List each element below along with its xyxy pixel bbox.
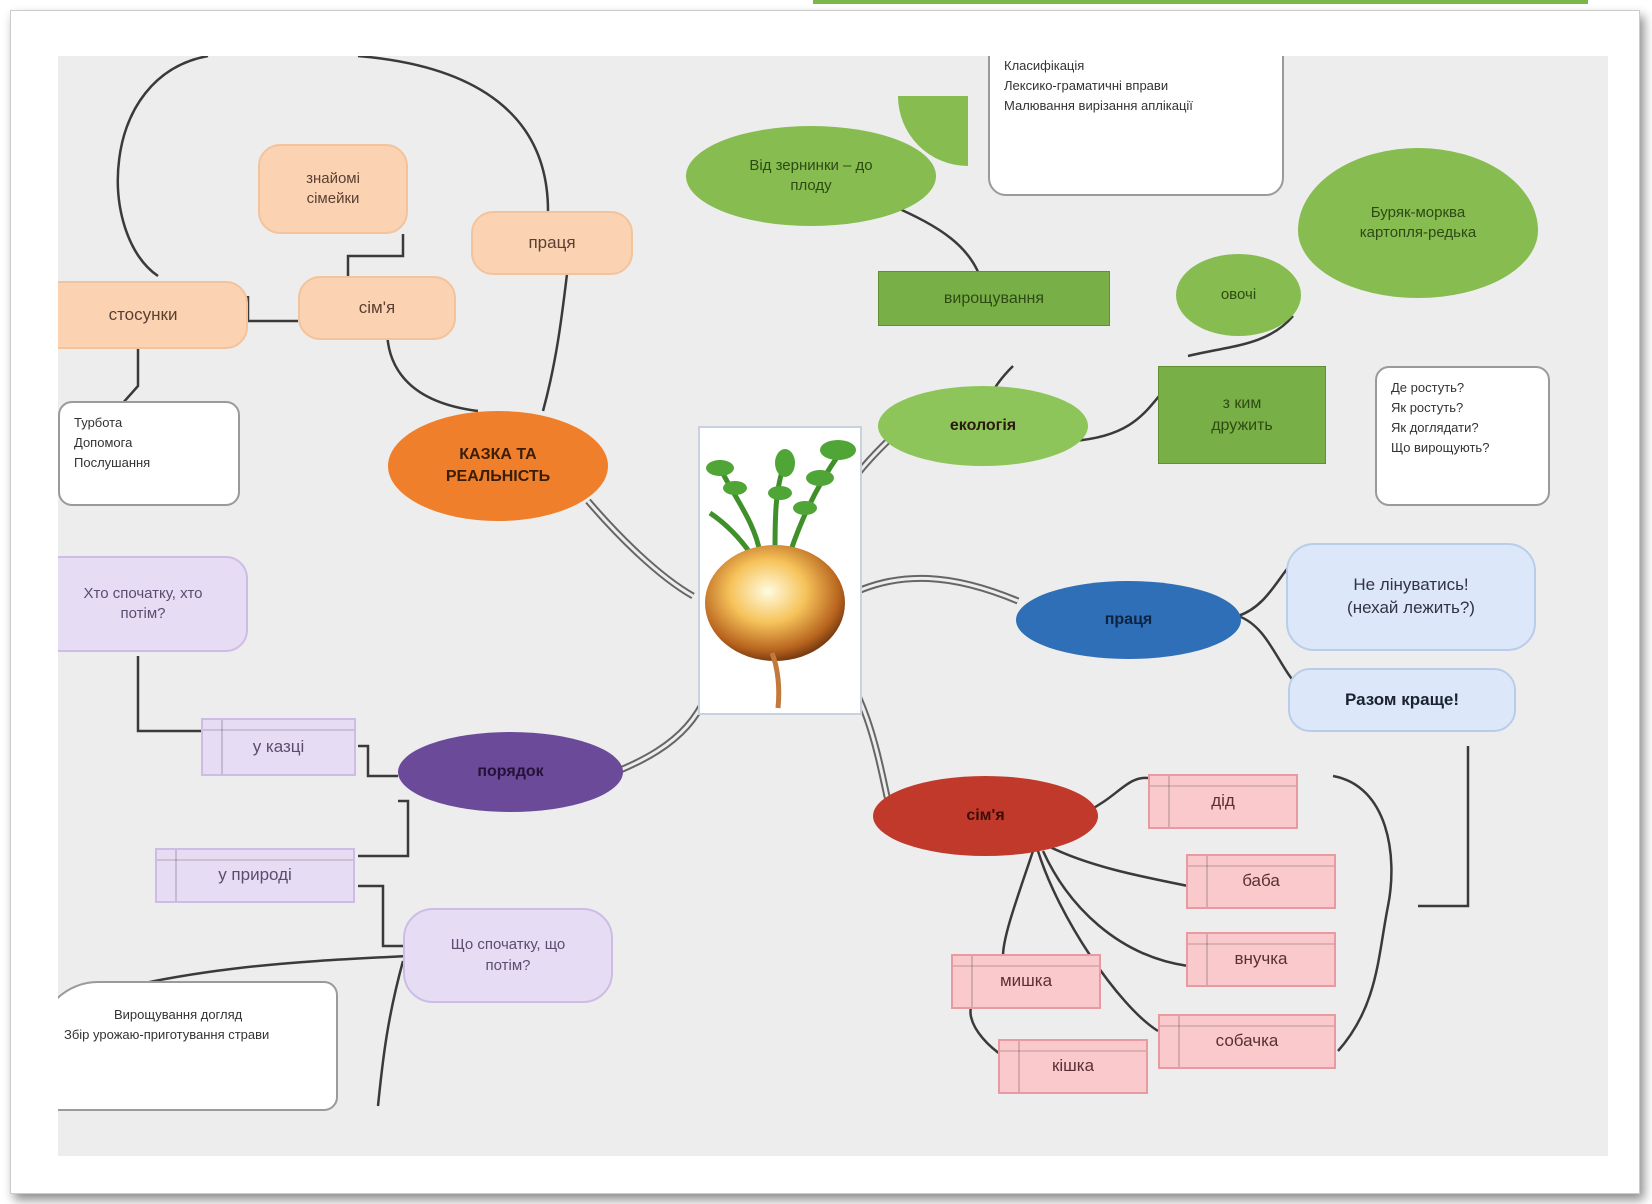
node-razom-label: Разом краще! — [1344, 689, 1460, 709]
note-poryadok-line-1: Вирощування догляд — [114, 1007, 243, 1022]
node-pratsia[interactable]: праця — [1016, 581, 1241, 659]
node-stosunky-label: стосунки — [108, 304, 178, 324]
tab-mark — [1168, 776, 1170, 827]
mind-map-canvas: КАЗКА ТА РЕАЛЬНІСТЬ екологія праця поряд… — [58, 56, 1608, 1156]
node-pratsia-small-label: праця — [528, 232, 576, 252]
note-eco-right-line-4: Що вирощують? — [1391, 440, 1490, 456]
node-simia-small[interactable]: сім'я — [298, 276, 456, 340]
node-sobachka[interactable]: собачка — [1158, 1014, 1336, 1069]
note-kazka-line-2: Допомога — [74, 435, 133, 451]
note-eco-top-line-2: Лексико-граматичні вправи — [1004, 78, 1169, 94]
node-poryadok[interactable]: порядок — [398, 732, 623, 812]
node-sobachka-label: собачка — [1215, 1031, 1279, 1051]
tab-mark — [1000, 1050, 1146, 1052]
node-pratsia-label: праця — [1104, 611, 1153, 629]
tab-mark — [175, 850, 177, 901]
node-khto-spochatku-label: Хто спочатку, хто потім? — [83, 584, 203, 622]
note-eco-right-line-1: Де ростуть? — [1391, 380, 1465, 395]
node-vyroshchuvannia[interactable]: вирощування — [878, 271, 1110, 326]
node-stosunky[interactable]: стосунки — [58, 281, 248, 349]
tab-mark — [1188, 943, 1334, 945]
node-vid-zernyny-label: Від зернинки – до плоду — [749, 156, 873, 194]
node-ovochi-label: овочі — [1220, 285, 1257, 303]
node-baba-label: баба — [1242, 871, 1280, 891]
node-simia[interactable]: сім'я — [873, 776, 1098, 856]
node-buriak-label: Буряк-морква картопля-редька — [1359, 203, 1477, 241]
node-u-kaztsi-label: у казці — [252, 736, 305, 756]
note-poryadok-line-2: Збір урожаю-приготування страви — [64, 1027, 270, 1043]
node-khto-spochatku[interactable]: Хто спочатку, хто потім? — [58, 556, 248, 652]
node-pratsia-small[interactable]: праця — [471, 211, 633, 275]
turnip-icon — [705, 440, 856, 709]
node-u-pryrodi-label: у природі — [218, 865, 292, 885]
tab-mark — [1150, 785, 1296, 787]
note-eco-top-line-3: Малювання вирізання аплікації — [1004, 98, 1193, 114]
node-kishka[interactable]: кішка — [998, 1039, 1148, 1094]
node-baba[interactable]: баба — [1186, 854, 1336, 909]
node-vnuchka-label: внучка — [1234, 949, 1288, 969]
node-ekologiya[interactable]: екологія — [878, 386, 1088, 466]
tab-mark — [1160, 1025, 1334, 1027]
node-ne-linuvatys-label: Не лінуватись! (нехай лежить?) — [1347, 575, 1475, 617]
node-did-label: дід — [1211, 791, 1235, 811]
node-kazka-label: КАЗКА ТА РЕАЛЬНІСТЬ — [445, 446, 551, 485]
tab-mark — [953, 965, 1099, 967]
node-ekologiya-label: екологія — [949, 417, 1017, 435]
node-myshka[interactable]: мишка — [951, 954, 1101, 1009]
node-buriak[interactable]: Буряк-морква картопля-редька — [1298, 148, 1538, 298]
node-z-kym[interactable]: з ким дружить — [1158, 366, 1326, 464]
node-vnuchka[interactable]: внучка — [1186, 932, 1336, 987]
tab-mark — [1188, 865, 1334, 867]
node-ne-linuvatys[interactable]: Не лінуватись! (нехай лежить?) — [1286, 543, 1536, 651]
node-simia-label: сім'я — [966, 807, 1005, 825]
note-kazka: Турбота Допомога Послушання — [58, 401, 240, 506]
tab-mark — [1206, 934, 1208, 985]
node-kishka-label: кішка — [1051, 1056, 1095, 1076]
node-z-kym-label: з ким дружить — [1211, 395, 1273, 434]
note-kazka-line-3: Послушання — [74, 455, 151, 471]
tab-mark — [221, 720, 223, 774]
tab-mark — [971, 956, 973, 1007]
node-u-pryrodi[interactable]: у природі — [155, 848, 355, 903]
node-kazka[interactable]: КАЗКА ТА РЕАЛЬНІСТЬ — [388, 411, 608, 521]
note-poryadok: Вирощування догляд Збір урожаю-приготува… — [58, 981, 338, 1111]
node-znaiomi-label: знайомі сімейки — [306, 169, 360, 207]
node-myshka-label: мишка — [999, 971, 1053, 991]
tab-mark — [1206, 856, 1208, 907]
node-poryadok-label: порядок — [477, 763, 544, 781]
node-shcho-spochatku[interactable]: Що спочатку, що потім? — [403, 908, 613, 1003]
node-did[interactable]: дід — [1148, 774, 1298, 829]
node-shcho-spochatku-label: Що спочатку, що потім? — [450, 936, 566, 974]
node-simia-small-label: сім'я — [358, 297, 396, 317]
note-eco-right: Де ростуть? Як ростуть? Як доглядати? Що… — [1375, 366, 1550, 506]
node-vyroshchuvannia-label: вирощування — [943, 289, 1045, 307]
node-znaiomi[interactable]: знайомі сімейки — [258, 144, 408, 234]
note-eco-right-line-2: Як ростуть? — [1391, 400, 1464, 416]
note-eco-right-line-3: Як доглядати? — [1391, 420, 1479, 436]
node-ovochi[interactable]: овочі — [1176, 254, 1301, 336]
note-eco-top: Класифікація Лексико-граматичні вправи М… — [988, 56, 1284, 196]
note-eco-top-line-1: Класифікація — [1004, 58, 1085, 73]
node-u-kaztsi[interactable]: у казці — [201, 718, 356, 776]
node-razom[interactable]: Разом краще! — [1288, 668, 1516, 732]
top-accent-line — [813, 0, 1588, 4]
turnip-picture — [698, 426, 862, 715]
tab-mark — [157, 859, 353, 861]
note-kazka-line-1: Турбота — [74, 415, 123, 430]
tab-mark — [1018, 1041, 1020, 1092]
node-vid-zernyny[interactable]: Від зернинки – до плоду — [686, 126, 936, 226]
tab-mark — [203, 729, 354, 731]
tab-mark — [1178, 1016, 1180, 1067]
